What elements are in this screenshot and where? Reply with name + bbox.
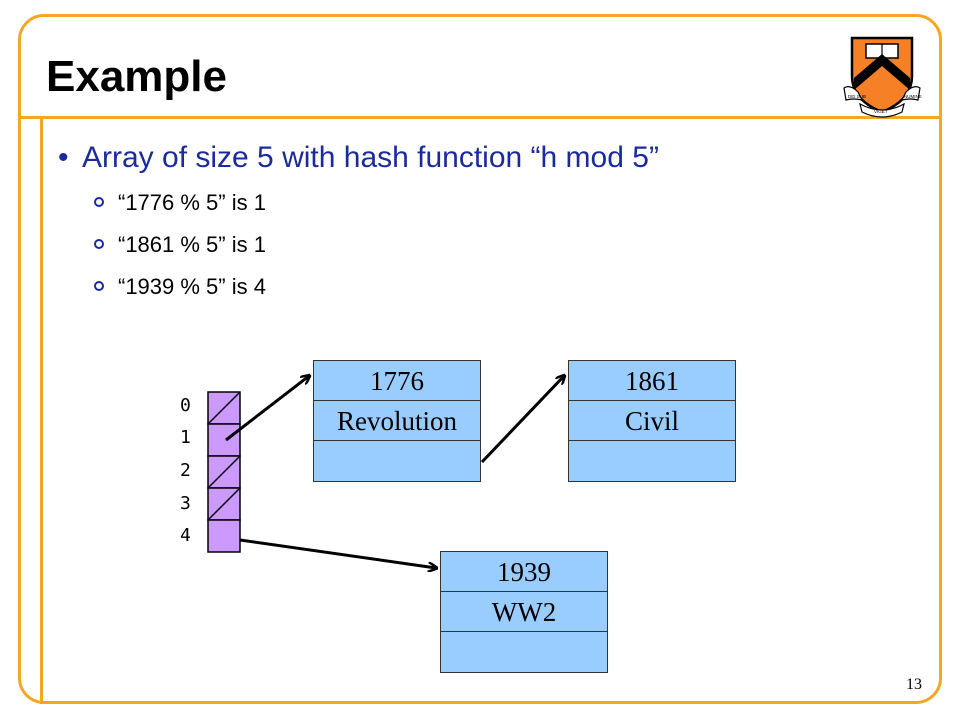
array-index-4: 4 [180,525,191,546]
node-value: Revolution [314,401,480,441]
bullet-dot: • [58,141,69,174]
left-rule [40,119,43,704]
logo-motto-bottom: VIGET [874,109,888,114]
array-cells [207,391,241,553]
sub-bullet-2-text: “1861 % 5” is 1 [118,232,266,257]
node-1939: 1939 WW2 [440,551,608,673]
node-1776: 1776 Revolution [313,360,481,482]
princeton-shield-logo: DEI SUB NUMINE VIGET [843,36,922,118]
array-slot-4 [207,519,241,553]
array-index-2: 2 [180,460,191,481]
sub-bullet-2: “1861 % 5” is 1 [94,230,266,260]
node-value: Civil [569,401,735,441]
shield-chevron [854,54,910,90]
node-key: 1776 [314,361,480,401]
sub-bullet-1: “1776 % 5” is 1 [94,188,266,218]
shield-banner [843,86,864,101]
ring-bullet-icon [94,281,104,292]
ring-bullet-icon [94,197,104,208]
array-index-0: 0 [180,395,191,416]
arrow-1776-to-1861 [480,376,564,464]
title-divider [18,116,942,119]
slide-frame [18,14,942,704]
sub-bullet-1-text: “1776 % 5” is 1 [118,190,266,215]
array-index-3: 3 [180,493,191,514]
bullet-1: • Array of size 5 with hash function “h m… [58,138,659,178]
slide-title: Example [46,52,227,101]
node-value: WW2 [441,592,607,632]
page-number: 13 [906,676,922,693]
array-index-1: 1 [180,427,191,448]
logo-motto-left: DEI SUB [848,94,866,99]
sub-bullet-3-text: “1939 % 5” is 4 [118,274,266,299]
array-slot-1 [207,423,241,457]
bullet-1-text: Array of size 5 with hash function “h mo… [82,141,659,174]
node-key: 1939 [441,552,607,592]
arrow-slot4-to-1939 [239,538,436,568]
sub-bullet-3: “1939 % 5” is 4 [94,272,266,302]
arrow-slot1-to-1776 [225,376,309,442]
node-1861: 1861 Civil [568,360,736,482]
ring-bullet-icon [94,239,104,250]
node-key: 1861 [569,361,735,401]
logo-motto-right: NUMINE [904,94,922,99]
